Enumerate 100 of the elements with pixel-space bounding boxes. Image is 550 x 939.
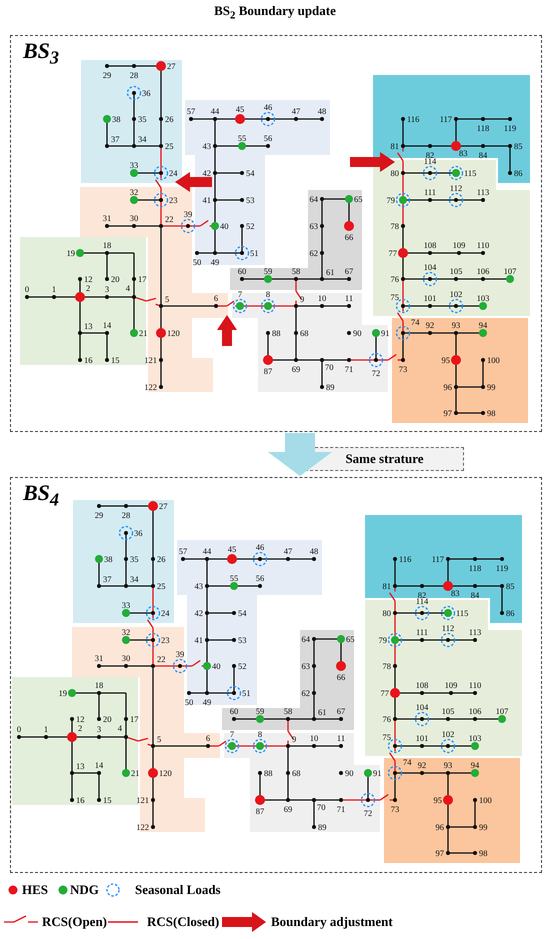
bus-number: 52 bbox=[238, 661, 246, 671]
bus-number: 54 bbox=[246, 168, 254, 178]
bus-number: 61 bbox=[326, 267, 334, 277]
bus-number: 4 bbox=[126, 283, 130, 293]
bus-number: 50 bbox=[192, 257, 202, 267]
bus-number: 38 bbox=[104, 554, 112, 564]
bus-number: 8 bbox=[258, 729, 262, 739]
bus-number: 95 bbox=[442, 355, 450, 365]
bus-number: 71 bbox=[336, 804, 346, 814]
bus-number: 70 bbox=[325, 362, 334, 372]
bus-number: 78 bbox=[390, 221, 399, 231]
bus-number: 12 bbox=[76, 714, 84, 724]
bus-number: 16 bbox=[76, 795, 84, 805]
bus-number: 63 bbox=[302, 661, 310, 671]
panel-label: BS$_{3}$ bbox=[23, 38, 60, 68]
bus-number: 75 bbox=[390, 292, 399, 302]
bus-number: 94 bbox=[470, 760, 480, 770]
bus-number: 89 bbox=[326, 382, 334, 392]
bus-number: 39 bbox=[176, 649, 184, 659]
bus-number: 61 bbox=[318, 707, 326, 717]
bus-number: 109 bbox=[452, 240, 466, 250]
bus-number: 33 bbox=[122, 600, 130, 610]
bus-number: 51 bbox=[250, 248, 258, 258]
bus-number: 122 bbox=[136, 822, 149, 832]
bus-number: 84 bbox=[470, 590, 480, 600]
bus-number: 77 bbox=[388, 248, 397, 258]
bus-number: 3 bbox=[104, 284, 110, 294]
legend-label: RCS(Closed) bbox=[147, 914, 220, 930]
bus-number: 82 bbox=[426, 150, 434, 160]
bus-number: 48 bbox=[318, 106, 326, 116]
bus-number: 92 bbox=[418, 760, 426, 770]
bus-number: 55 bbox=[238, 133, 246, 143]
bus-number: 9 bbox=[292, 734, 296, 744]
bus-number: 24 bbox=[161, 608, 170, 618]
bus-number: 13 bbox=[76, 761, 84, 771]
bus-number: 117 bbox=[440, 114, 452, 124]
bus-number: 113 bbox=[476, 187, 490, 197]
bus-number: 74 bbox=[403, 757, 412, 767]
bus-number: 111 bbox=[424, 187, 436, 197]
bus-number: 60 bbox=[230, 706, 238, 716]
bus-number: 25 bbox=[157, 581, 166, 591]
bus-number: 15 bbox=[111, 355, 120, 365]
bus-number: 33 bbox=[130, 160, 138, 170]
bus-number: 0 bbox=[24, 284, 30, 294]
bus-number: 90 bbox=[345, 768, 354, 778]
bus-number: 116 bbox=[407, 114, 420, 124]
bus-number: 80 bbox=[382, 608, 391, 618]
bus-number: 5 bbox=[165, 294, 170, 304]
bus-number: 84 bbox=[478, 150, 488, 160]
bus-number: 113 bbox=[468, 627, 482, 637]
bus-number: 49 bbox=[202, 697, 212, 707]
bus-number: 102 bbox=[442, 729, 454, 739]
bus-number: 47 bbox=[292, 106, 300, 116]
bus-number: 69 bbox=[284, 804, 292, 814]
bus-number: 22 bbox=[157, 654, 166, 664]
bus-number: 6 bbox=[206, 733, 210, 743]
bus-number: 14 bbox=[94, 760, 104, 770]
bus-number: 25 bbox=[165, 141, 174, 151]
bus-number: 105 bbox=[442, 706, 454, 716]
bus-number: 80 bbox=[390, 168, 399, 178]
bus-number: 97 bbox=[444, 408, 452, 418]
bus-number: 62 bbox=[310, 248, 318, 258]
bus-number: 23 bbox=[161, 635, 170, 645]
bus-number: 86 bbox=[514, 168, 522, 178]
bus-number: 5 bbox=[157, 734, 162, 744]
panel-frame bbox=[10, 35, 542, 432]
bus-number: 57 bbox=[178, 546, 188, 556]
bus-number: 100 bbox=[487, 355, 500, 365]
bus-number: 12 bbox=[84, 274, 92, 284]
bus-number: 28 bbox=[130, 70, 138, 80]
bus-number: 104 bbox=[416, 702, 428, 712]
bus-number: 106 bbox=[468, 706, 482, 716]
bus-number: 32 bbox=[130, 187, 138, 197]
bus-number: 73 bbox=[398, 364, 408, 374]
bus-number: 26 bbox=[165, 114, 174, 124]
bus-number: 112 bbox=[442, 623, 454, 633]
bus-number: 71 bbox=[344, 364, 354, 374]
bus-number: 23 bbox=[169, 195, 178, 205]
bus-number: 107 bbox=[504, 266, 516, 276]
bus-number: 66 bbox=[344, 232, 354, 242]
bus-number: 68 bbox=[300, 328, 308, 338]
bus-number: 44 bbox=[210, 106, 220, 116]
legend-label: Seasonal Loads bbox=[135, 882, 221, 898]
bus-number: 36 bbox=[142, 88, 150, 98]
bus-number: 106 bbox=[476, 266, 490, 276]
bus-number: 79 bbox=[378, 635, 387, 645]
bus-number: 2 bbox=[86, 283, 90, 293]
bus-number: 92 bbox=[426, 320, 434, 330]
bus-number: 7 bbox=[230, 729, 234, 739]
bus-number: 108 bbox=[416, 680, 428, 690]
bus-number: 4 bbox=[118, 723, 122, 733]
bus-number: 6 bbox=[214, 293, 218, 303]
bus-number: 115 bbox=[464, 168, 476, 178]
bus-number: 41 bbox=[194, 635, 203, 645]
bus-number: 96 bbox=[436, 822, 444, 832]
bus-number: 53 bbox=[246, 195, 254, 205]
legend-label: HES bbox=[22, 882, 48, 898]
arrow bbox=[268, 433, 332, 476]
bus-number: 48 bbox=[310, 546, 318, 556]
bus-number: 85 bbox=[506, 581, 514, 591]
